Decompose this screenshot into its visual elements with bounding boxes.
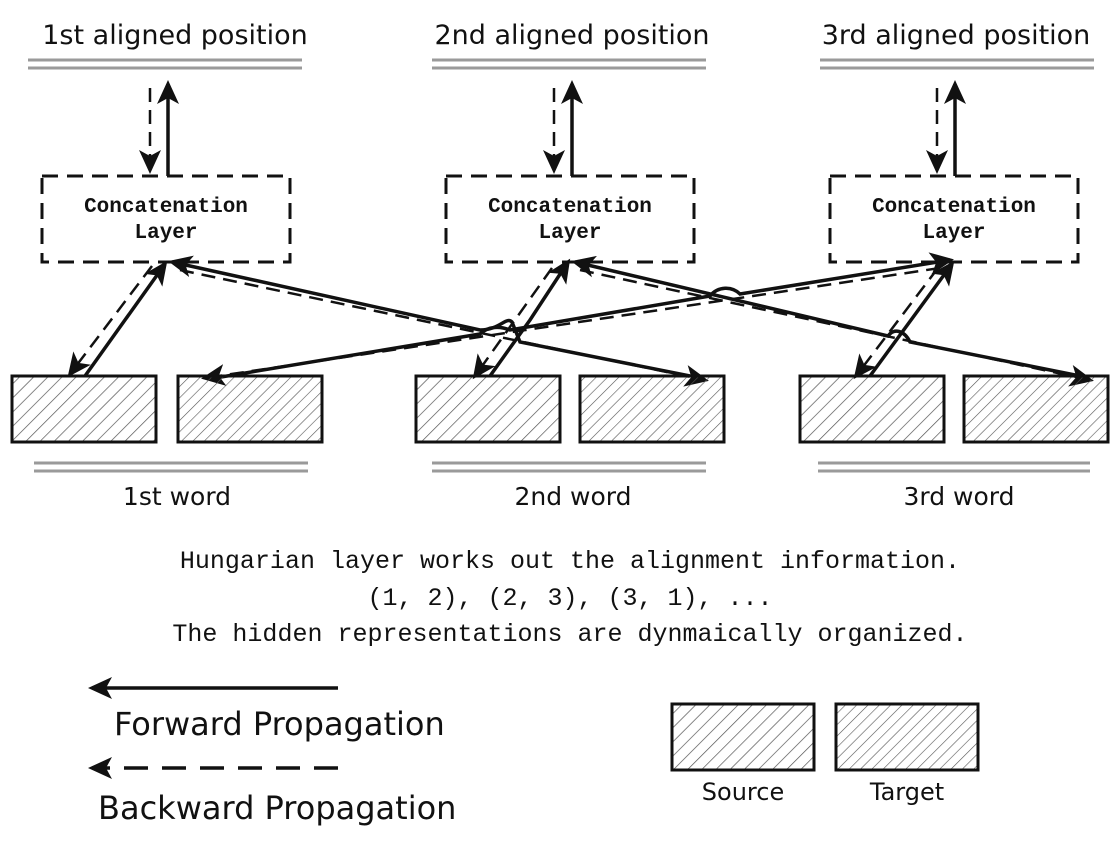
caption: Hungarian layer works out the alignment … bbox=[172, 547, 967, 649]
word-3: 3rd word bbox=[818, 461, 1090, 511]
aligned-position-2: 2nd aligned position bbox=[432, 20, 710, 70]
vertical-arrows bbox=[139, 80, 966, 176]
legend-target-label: Target bbox=[869, 778, 944, 806]
word-1: 1st word bbox=[34, 461, 308, 511]
word-label: 3rd word bbox=[903, 482, 1014, 511]
word1-target-box bbox=[176, 374, 324, 444]
word2-target-box bbox=[578, 374, 726, 444]
concatenation-layer-2: Concatenation Layer bbox=[444, 174, 696, 264]
target-swatch bbox=[834, 702, 980, 772]
concat-label-line2: Layer bbox=[538, 222, 601, 245]
word-label: 1st word bbox=[123, 482, 231, 511]
legend-backward: Backward Propagation bbox=[88, 757, 456, 827]
word2-source-box bbox=[414, 374, 562, 444]
caption-line1: Hungarian layer works out the alignment … bbox=[180, 547, 960, 576]
word-label: 2nd word bbox=[514, 482, 631, 511]
word-2: 2nd word bbox=[432, 461, 706, 511]
word3-source-box bbox=[798, 374, 946, 444]
word3-target-box bbox=[962, 374, 1110, 444]
word-boxes bbox=[10, 374, 1110, 444]
legend-target: Target bbox=[834, 702, 980, 806]
caption-line2: (1, 2), (2, 3), (3, 1), ... bbox=[367, 584, 772, 613]
concatenation-layer-1: Concatenation Layer bbox=[40, 174, 292, 264]
aligned-position-1: 1st aligned position bbox=[28, 20, 308, 70]
aligned-position-3: 3rd aligned position bbox=[820, 20, 1094, 70]
aligned-position-label: 1st aligned position bbox=[42, 20, 308, 51]
concat-label-line2: Layer bbox=[922, 222, 985, 245]
aligned-position-label: 2nd aligned position bbox=[434, 20, 709, 51]
legend-source: Source bbox=[670, 702, 816, 806]
legend-backward-label: Backward Propagation bbox=[98, 789, 456, 827]
source-swatch bbox=[670, 702, 816, 772]
concat-label-line1: Concatenation bbox=[488, 196, 652, 219]
concat-label-line2: Layer bbox=[134, 222, 197, 245]
alignment-connections bbox=[67, 252, 1094, 387]
concat-label-line1: Concatenation bbox=[84, 196, 248, 219]
legend-source-label: Source bbox=[702, 778, 784, 806]
legend-forward-label: Forward Propagation bbox=[114, 705, 445, 743]
concat-label-line1: Concatenation bbox=[872, 196, 1036, 219]
word1-source-box bbox=[10, 374, 158, 444]
concatenation-layer-3: Concatenation Layer bbox=[828, 174, 1080, 264]
aligned-position-label: 3rd aligned position bbox=[822, 20, 1091, 51]
legend-forward: Forward Propagation bbox=[88, 677, 445, 743]
caption-line3: The hidden representations are dynmaical… bbox=[172, 620, 967, 649]
